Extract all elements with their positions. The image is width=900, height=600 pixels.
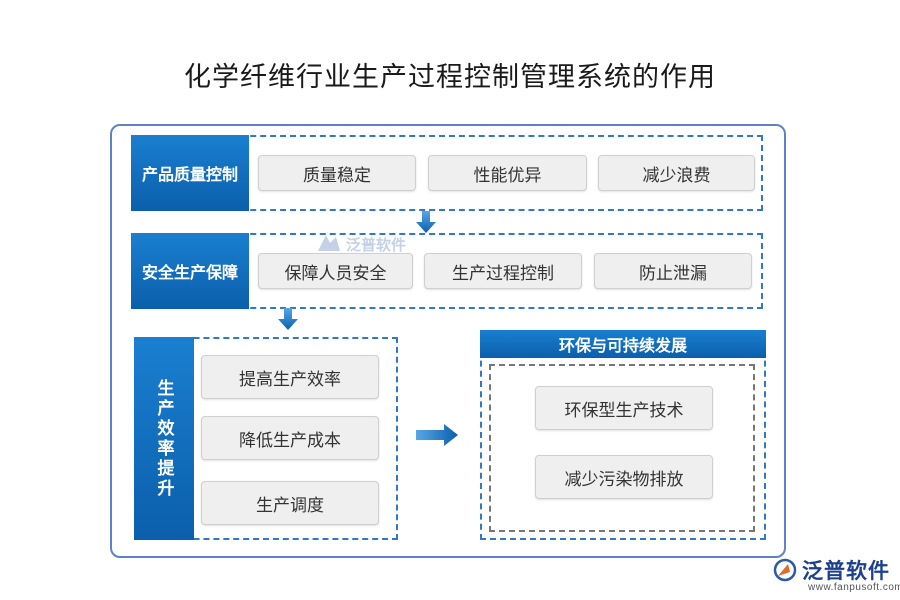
outer-frame (110, 124, 786, 558)
page-title: 化学纤维行业生产过程控制管理系统的作用 (184, 62, 716, 93)
quality-item-performance: 性能优异 (428, 155, 587, 191)
arrow-down-2-icon (278, 308, 298, 330)
efficiency-label: 生产效率提升 (134, 337, 194, 540)
quality-control-label: 产品质量控制 (131, 135, 249, 211)
safety-item-leak: 防止泄漏 (594, 253, 752, 289)
environment-item-tech: 环保型生产技术 (535, 386, 713, 430)
brand-logo: 泛普软件 (772, 555, 890, 585)
quality-item-stable: 质量稳定 (258, 155, 416, 191)
environment-inner-frame (489, 364, 755, 532)
safety-item-personnel: 保障人员安全 (258, 253, 413, 289)
brand-name: 泛普软件 (802, 559, 890, 583)
quality-item-waste: 减少浪费 (598, 155, 755, 191)
arrow-down-1-icon (416, 211, 436, 233)
efficiency-item-schedule: 生产调度 (201, 481, 379, 525)
safety-label: 安全生产保障 (131, 233, 249, 309)
environment-item-emission: 减少污染物排放 (535, 455, 713, 499)
arrow-right-icon (416, 424, 458, 446)
safety-item-process: 生产过程控制 (424, 253, 582, 289)
efficiency-item-improve: 提高生产效率 (201, 355, 379, 399)
efficiency-item-cost: 降低生产成本 (201, 416, 379, 460)
brand-url: www.fanpusoft.com (808, 582, 900, 593)
brand-logo-icon (773, 558, 797, 582)
environment-label: 环保与可持续发展 (480, 330, 766, 358)
